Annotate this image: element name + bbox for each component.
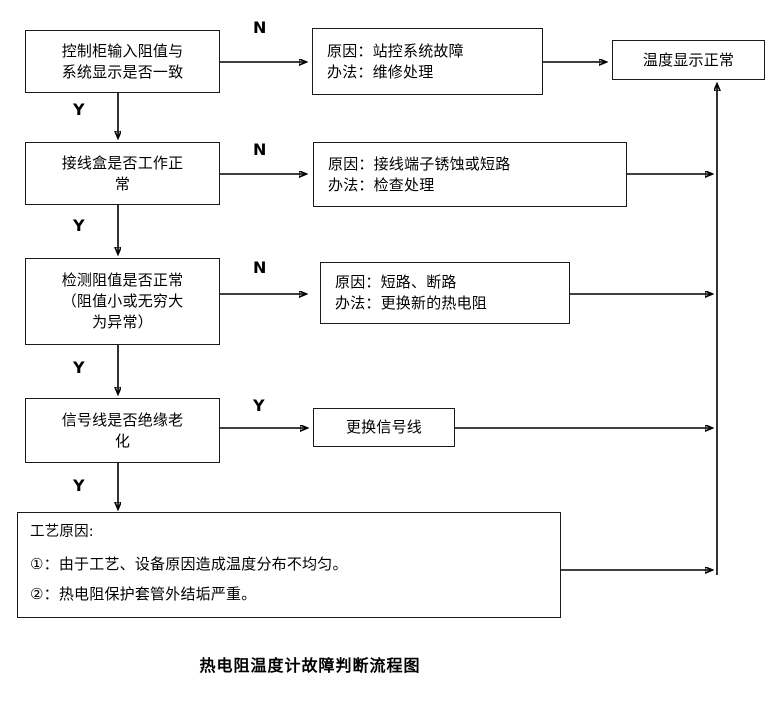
process-cause-heading: 工艺原因: (30, 524, 94, 540)
edge-label-n3: N (253, 258, 267, 277)
cause-terminal-corrosion-or-short[interactable]: 原因：接线端子锈蚀或短路 办法：检查处理 (313, 142, 627, 207)
edge-label-y4: Y (73, 476, 85, 495)
decision-resistance-value-normal[interactable]: 检测阻值是否正常 （阻值小或无穷大 为异常） (25, 258, 220, 345)
edge-label-n1: N (253, 18, 267, 37)
edge-label-y-branch: Y (253, 396, 265, 415)
decision-signal-line-insulation-aging[interactable]: 信号线是否绝缘老 化 (25, 398, 220, 463)
cause-short-or-open-circuit[interactable]: 原因：短路、断路 办法：更换新的热电阻 (320, 262, 570, 324)
edge-label-y2: Y (73, 216, 85, 235)
result-temperature-normal[interactable]: 温度显示正常 (612, 40, 765, 80)
diagram-title: 热电阻温度计故障判断流程图 (199, 656, 421, 675)
edge-label-n2: N (253, 140, 267, 159)
process-cause-item-2: ②：热电阻保护套管外结垢严重。 (30, 584, 257, 603)
process-cause-box[interactable]: 工艺原因: ①：由于工艺、设备原因造成温度分布不均匀。 ②：热电阻保护套管外结垢… (17, 512, 561, 618)
action-replace-signal-line[interactable]: 更换信号线 (313, 408, 455, 447)
edge-label-y3: Y (73, 358, 85, 377)
cause-station-control-failure[interactable]: 原因：站控系统故障 办法：维修处理 (312, 28, 543, 95)
edge-label-y1: Y (73, 100, 85, 119)
decision-junction-box-working[interactable]: 接线盒是否工作正 常 (25, 142, 220, 205)
decision-input-resistance-matches[interactable]: 控制柜输入阻值与 系统显示是否一致 (25, 30, 220, 93)
process-cause-item-1: ①：由于工艺、设备原因造成温度分布不均匀。 (30, 555, 348, 573)
